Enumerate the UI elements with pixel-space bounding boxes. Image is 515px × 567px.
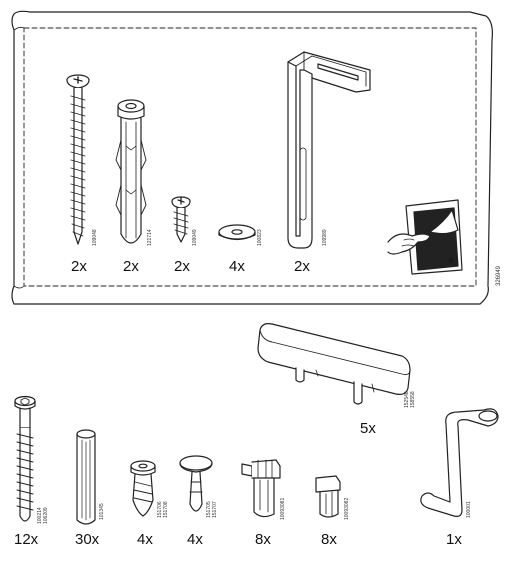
- anchor-icon: [130, 460, 156, 517]
- part-number: 10093081: [280, 497, 286, 520]
- push-pin-icon: [179, 455, 213, 512]
- quantity-label: 30x: [75, 531, 100, 548]
- part-number: 109989: [322, 229, 328, 246]
- part-number: 121714: [147, 229, 153, 246]
- washer-icon: [218, 224, 256, 241]
- shelf-support-icon: [315, 475, 341, 518]
- cam-bolt-icon: [14, 395, 36, 522]
- quantity-label: 1x: [446, 531, 462, 548]
- part-number: 100001: [466, 501, 472, 518]
- wooden-dowel-icon: [76, 429, 96, 525]
- quantity-label: 8x: [321, 531, 337, 548]
- part-number: 10093082: [344, 497, 350, 520]
- short-screw-icon: [171, 196, 191, 243]
- part-number: 100823: [257, 229, 263, 246]
- quantity-label: 12x: [14, 531, 39, 548]
- handle-bar-icon: [257, 323, 411, 405]
- quantity-label: 5x: [360, 420, 376, 437]
- hardware-bag: [11, 10, 493, 305]
- quantity-label: 8x: [255, 531, 271, 548]
- document-number: 326949: [496, 265, 502, 286]
- bracket-icon: [287, 51, 371, 249]
- quantity-label: 4x: [229, 258, 245, 275]
- long-screw-icon: [66, 74, 90, 245]
- sticker-page-number: 6: [449, 258, 453, 265]
- shelf-clip-icon: [241, 459, 281, 518]
- quantity-label: 4x: [187, 531, 203, 548]
- quantity-label: 2x: [174, 258, 190, 275]
- quantity-label: 2x: [123, 258, 139, 275]
- part-number: 109049: [192, 229, 198, 246]
- part-number: 101345: [99, 503, 105, 520]
- quantity-label: 4x: [137, 531, 153, 548]
- quantity-label: 2x: [71, 258, 87, 275]
- quantity-label: 2x: [294, 258, 310, 275]
- part-number: 109048: [92, 229, 98, 246]
- sticker-page-reference: [387, 199, 463, 275]
- wall-plug-icon: [115, 99, 147, 244]
- allen-key-icon: [420, 408, 499, 517]
